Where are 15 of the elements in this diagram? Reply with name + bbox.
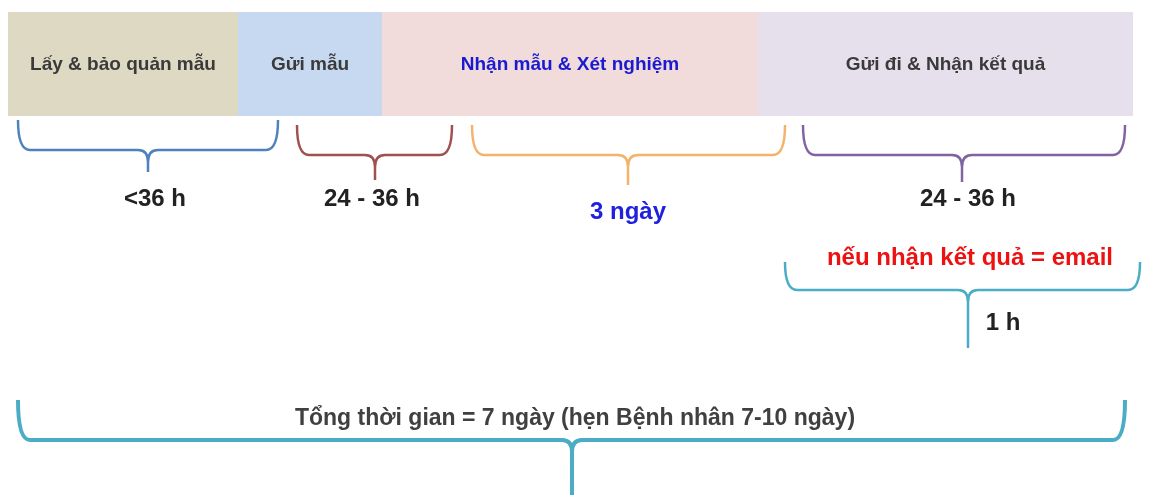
phase-title: Lấy & bảo quản mẫu <box>30 52 216 76</box>
phase-box <box>8 12 238 116</box>
total-duration: Tổng thời gian = 7 ngày (hẹn Bệnh nhân 7-10 ngày) <box>294 404 856 431</box>
duration-label: 3 ngày <box>590 197 666 225</box>
phase-title: Nhận mẫu & Xét nghiệm <box>460 52 680 76</box>
duration-label: 24 - 36 h <box>324 184 420 212</box>
duration-label: 1 h <box>985 308 1021 336</box>
phase-title: Gửi mẫu <box>270 52 350 76</box>
phase-title: Gửi đi & Nhận kết quả <box>845 52 1046 76</box>
note-text: nếu nhận kết quả = email <box>826 243 1114 271</box>
phase-box <box>382 12 758 116</box>
duration-label: <36 h <box>124 184 186 212</box>
phase-box <box>758 12 1133 116</box>
duration-label: 24 - 36 h <box>920 184 1016 212</box>
phase-box <box>238 12 382 116</box>
